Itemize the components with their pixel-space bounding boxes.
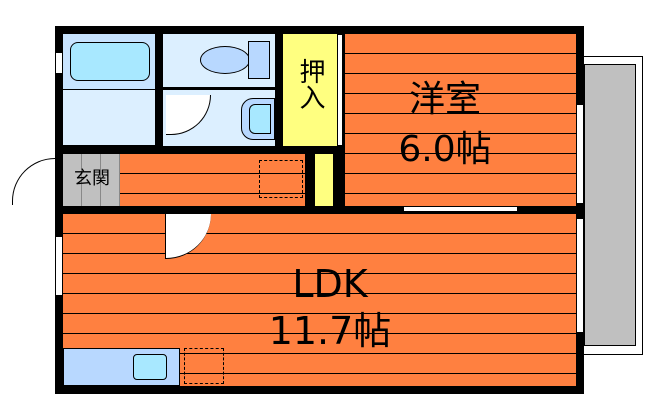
storage-hatch (259, 160, 303, 198)
kitchen-sink-icon (133, 354, 167, 380)
western-room-size: 6.0帖 (398, 129, 492, 170)
closet-label: 押入 (295, 58, 325, 110)
fridge-space (184, 348, 224, 384)
washbasin-bowl (249, 104, 271, 134)
western-room (345, 34, 576, 206)
entrance (63, 154, 120, 206)
bathtub-basin (70, 42, 150, 81)
ldk-window[interactable] (576, 218, 584, 333)
small-closet (315, 154, 333, 206)
bath-window[interactable] (55, 52, 63, 74)
toilet-bowl-icon (200, 46, 250, 74)
left-window[interactable] (55, 236, 63, 296)
closet-oshiire (283, 34, 337, 146)
western-window[interactable] (576, 104, 584, 204)
ldk-name: LDK (292, 262, 368, 306)
entrance-label: 玄関 (74, 168, 110, 189)
closet-sliding-door[interactable] (337, 34, 343, 146)
room-sliding-door[interactable] (403, 206, 518, 212)
toilet-tank-icon (248, 41, 270, 79)
western-room-name: 洋室 (408, 79, 481, 120)
ldk-size: 11.7帖 (268, 309, 392, 353)
entrance-door[interactable] (12, 158, 55, 205)
balcony-floor (584, 64, 636, 346)
